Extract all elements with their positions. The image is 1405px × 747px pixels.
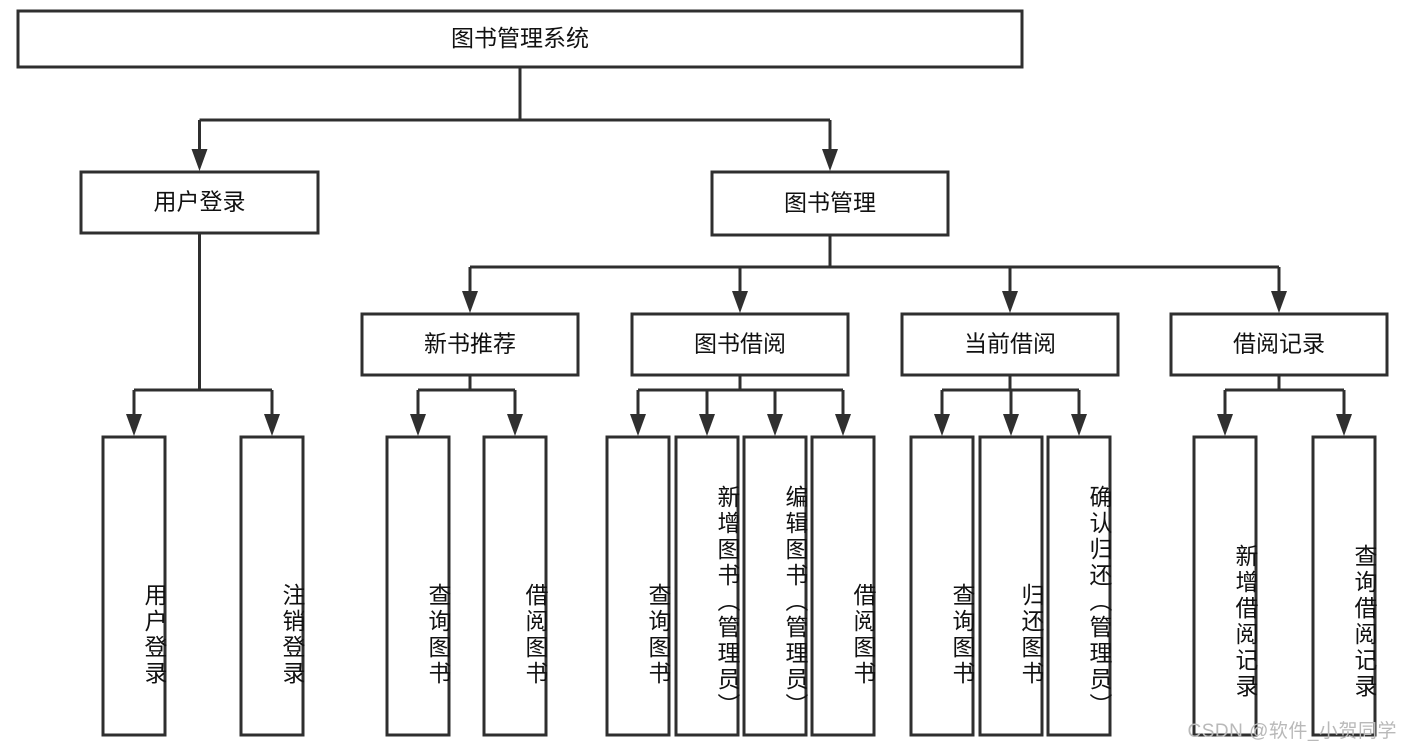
watermark-text: CSDN @软件_小贺同学 — [1187, 721, 1397, 742]
node-box[interactable] — [239, 435, 305, 737]
connector-group-bookmgmt — [462, 235, 1287, 313]
connector-group-newbook — [410, 375, 523, 436]
connector-group-borrow — [630, 375, 851, 436]
node-box[interactable] — [1192, 435, 1258, 737]
node-leaf-user-logout[interactable] — [239, 435, 305, 737]
node-box[interactable] — [909, 435, 975, 737]
node-label: 图书管理系统 — [451, 25, 589, 51]
connector-group-records — [1217, 375, 1352, 436]
node-leaf-confirm-return[interactable] — [1046, 435, 1112, 737]
node-box[interactable] — [1311, 435, 1377, 737]
node-leaf-borrow-book-2[interactable] — [810, 435, 876, 737]
node-leaf-borrow-book-1[interactable] — [482, 435, 548, 737]
connector-group-current — [934, 375, 1087, 436]
node-leaf-user-login[interactable] — [101, 435, 167, 737]
node-box[interactable] — [605, 435, 671, 737]
node-box[interactable] — [1169, 312, 1389, 377]
node-leaf-query-book-1[interactable] — [385, 435, 451, 737]
node-records[interactable]: 借阅记录 — [1169, 312, 1389, 377]
connectors-layer — [126, 67, 1352, 436]
node-box[interactable] — [16, 9, 1024, 69]
node-leaf-add-book[interactable] — [674, 435, 740, 737]
node-box[interactable] — [674, 435, 740, 737]
node-label: 借阅记录 — [1233, 331, 1325, 357]
node-box[interactable] — [810, 435, 876, 737]
node-box[interactable] — [385, 435, 451, 737]
connector-group-root — [191, 67, 838, 171]
node-leaf-edit-book[interactable] — [742, 435, 808, 737]
node-root[interactable]: 图书管理系统 — [16, 9, 1024, 69]
node-leaf-add-record[interactable] — [1192, 435, 1258, 737]
node-box[interactable] — [101, 435, 167, 737]
node-box[interactable] — [630, 312, 850, 377]
node-leaf-query-book-3[interactable] — [909, 435, 975, 737]
node-newbook[interactable]: 新书推荐 — [360, 312, 580, 377]
node-leaf-query-book-2[interactable] — [605, 435, 671, 737]
node-box[interactable] — [710, 170, 950, 237]
node-bookmgmt[interactable]: 图书管理 — [710, 170, 950, 237]
node-borrow[interactable]: 图书借阅 — [630, 312, 850, 377]
node-box[interactable] — [79, 170, 320, 235]
node-label: 用户登录 — [154, 189, 246, 215]
node-box[interactable] — [742, 435, 808, 737]
node-label: 图书管理 — [784, 190, 876, 216]
node-box[interactable] — [978, 435, 1044, 737]
node-login[interactable]: 用户登录 — [79, 170, 320, 235]
node-box[interactable] — [482, 435, 548, 737]
connector-group-login — [126, 233, 280, 436]
node-box[interactable] — [900, 312, 1120, 377]
node-box[interactable] — [1046, 435, 1112, 737]
node-box[interactable] — [360, 312, 580, 377]
node-label: 当前借阅 — [964, 331, 1056, 357]
node-label: 图书借阅 — [694, 331, 786, 357]
node-leaf-query-record[interactable] — [1311, 435, 1377, 737]
node-label: 新书推荐 — [424, 331, 516, 357]
node-current[interactable]: 当前借阅 — [900, 312, 1120, 377]
node-leaf-return-book[interactable] — [978, 435, 1044, 737]
